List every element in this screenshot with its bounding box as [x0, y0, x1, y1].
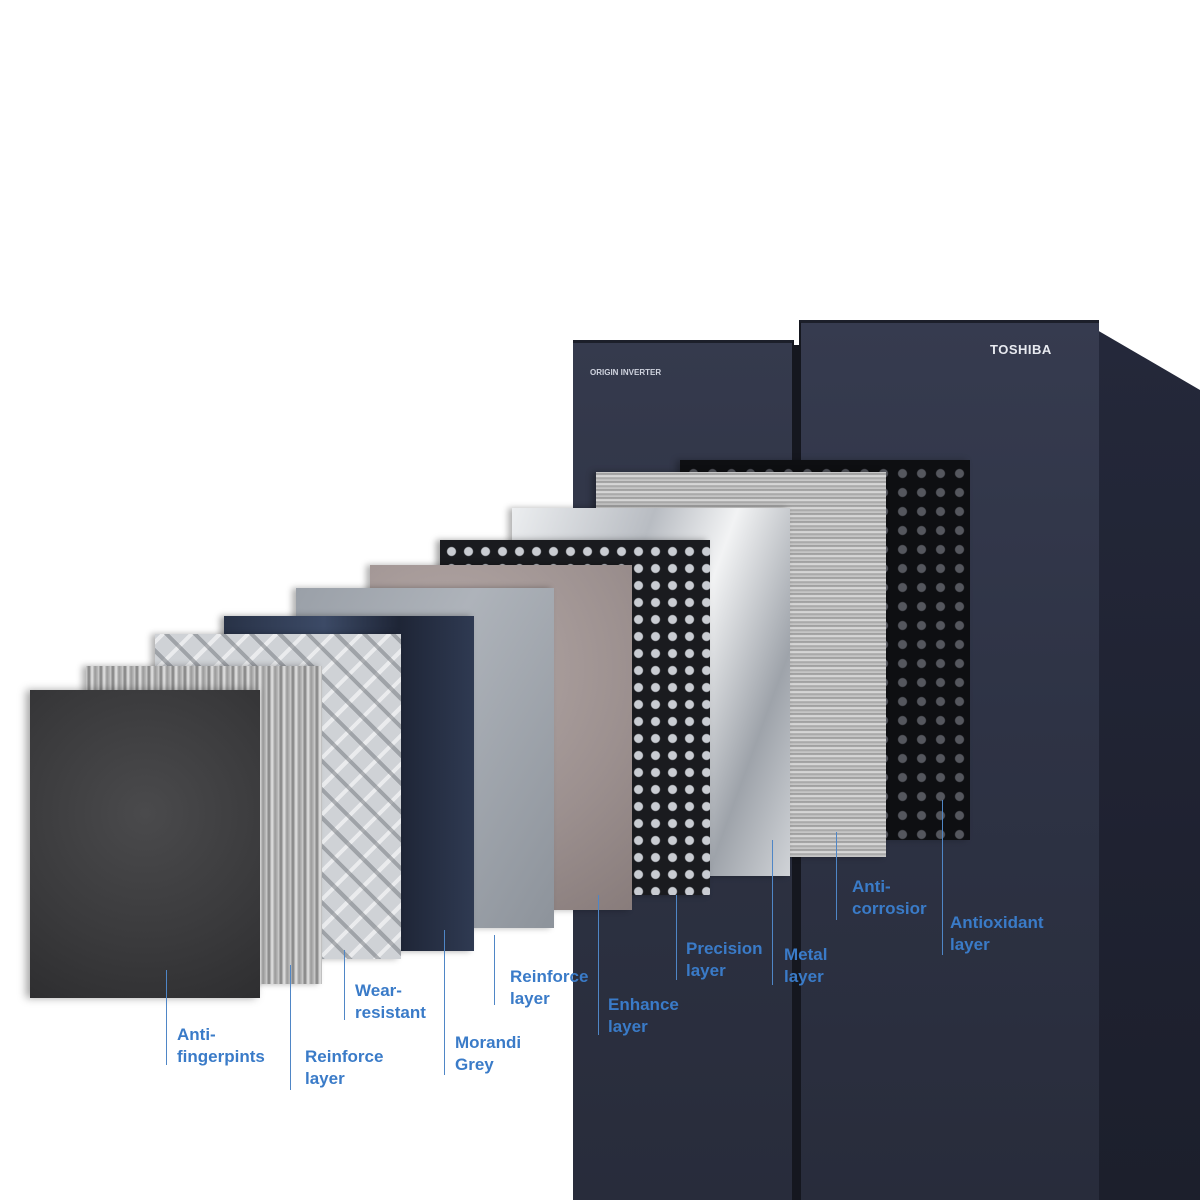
- label-precision-layer: Precision layer: [686, 939, 763, 980]
- fridge-side: [1097, 330, 1200, 1200]
- label-reinforce-layer-lower: Reinforce layer: [305, 1047, 384, 1088]
- leader-line: [942, 800, 943, 955]
- label-enhance-layer: Enhance layer: [608, 995, 679, 1036]
- leader-line: [166, 970, 167, 1065]
- label-reinforce-layer-upper: Reinforce layer: [510, 967, 589, 1008]
- inverter-badge: ORIGIN INVERTER: [590, 368, 662, 377]
- leader-line: [444, 930, 445, 1075]
- label-morandi-grey: Morandi Grey: [455, 1033, 522, 1074]
- label-anti-corrosion-layer: Anti- corrosior: [852, 877, 927, 918]
- leader-line: [290, 965, 291, 1090]
- brand-logo: TOSHIBA: [990, 342, 1052, 357]
- leader-line: [676, 895, 677, 980]
- panel-anti-fingerprints: [30, 690, 260, 998]
- leader-line: [772, 840, 773, 985]
- leader-line: [598, 895, 599, 1035]
- leader-line: [836, 832, 837, 920]
- label-anti-fingerprints: Anti- fingerpints: [177, 1025, 265, 1066]
- label-metal-layer: Metal layer: [784, 945, 828, 986]
- leader-line: [344, 950, 345, 1020]
- label-wear-resistant: Wear- resistant: [355, 981, 426, 1022]
- label-antioxidant-layer: Antioxidant layer: [950, 913, 1044, 954]
- leader-line: [494, 935, 495, 1005]
